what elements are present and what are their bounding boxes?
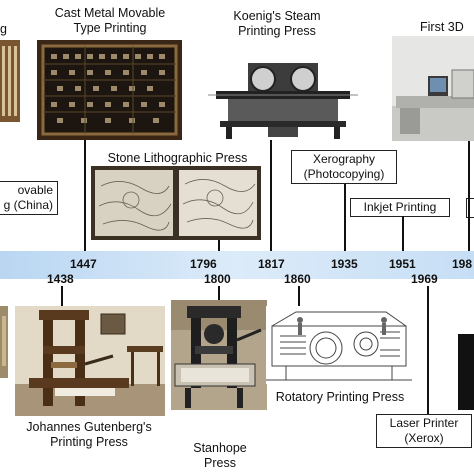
year-1438: 1438 — [47, 272, 74, 286]
gutenberg-press-photo — [15, 306, 165, 416]
stone-litho-photo — [91, 166, 261, 240]
year-1796: 1796 — [190, 257, 217, 271]
xerography-label: Xerography (Photocopying) — [291, 150, 397, 184]
cast-metal-type-photo — [37, 40, 182, 140]
connector-1800 — [218, 286, 220, 300]
year-1800: 1800 — [204, 272, 231, 286]
laser-printer-photo — [458, 334, 474, 410]
connector-1438 — [61, 286, 63, 306]
year-1447: 1447 — [70, 257, 97, 271]
koenig-label: Koenig's Steam Printing Press — [233, 9, 321, 38]
inkjet-label: Inkjet Printing — [350, 198, 450, 217]
koenig-press-photo — [208, 55, 358, 140]
stone-litho-label: Stone Lithographic Press — [107, 151, 248, 165]
connector-1447 — [84, 140, 86, 251]
connector-198x — [468, 141, 470, 251]
connector-1817 — [270, 140, 272, 251]
rotatory-press-photo — [266, 306, 412, 384]
right-edge-box — [466, 198, 474, 218]
connector-1951 — [402, 216, 404, 251]
first-3d-photo — [392, 36, 474, 141]
movable-china-label: ovable g (China) — [0, 181, 58, 215]
year-1860: 1860 — [284, 272, 311, 286]
stanhope-press-photo — [171, 300, 267, 410]
year-1969: 1969 — [411, 272, 438, 286]
year-198x: 198 — [452, 257, 473, 271]
laser-printer-label: Laser Printer (Xerox) — [376, 414, 472, 448]
stanhope-label: Stanhope Press — [193, 441, 247, 470]
woodblock-photo — [0, 40, 20, 122]
cast-metal-label: Cast Metal Movable Type Printing — [54, 6, 166, 35]
connector-1935 — [344, 184, 346, 251]
connector-1969 — [427, 286, 429, 414]
year-1935: 1935 — [331, 257, 358, 271]
first-3d-label: First 3D — [420, 20, 464, 34]
top-left-label-fragment: g — [0, 22, 7, 36]
year-1951: 1951 — [389, 257, 416, 271]
year-1817: 1817 — [258, 257, 285, 271]
rotatory-label: Rotatory Printing Press — [275, 390, 405, 404]
connector-1860 — [298, 286, 300, 308]
gutenberg-label: Johannes Gutenberg's Printing Press — [26, 420, 152, 449]
connector-1796 — [218, 240, 220, 251]
timeline-bar — [0, 251, 474, 279]
left-edge-photo-fragment — [0, 306, 8, 378]
